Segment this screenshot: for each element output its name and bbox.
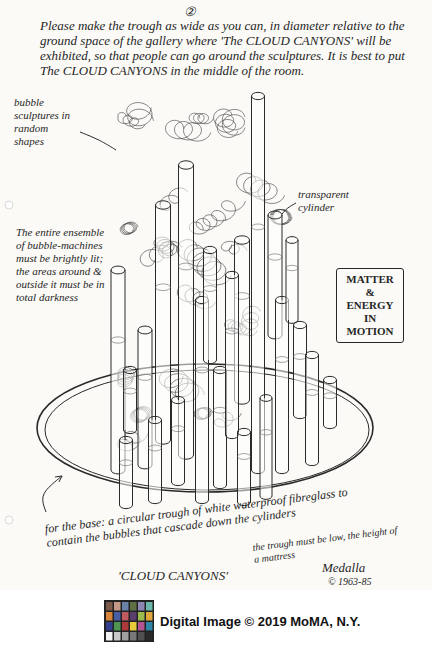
page-number: ② xyxy=(184,4,208,20)
binder-hole xyxy=(5,516,13,524)
transparent-cylinder xyxy=(294,321,307,418)
text-box: MATTER & ENERGY IN MOTION xyxy=(336,268,404,343)
bubble-curl xyxy=(189,113,213,124)
bubble-curl xyxy=(120,222,138,235)
callout-note: bubble sculptures in random shapes xyxy=(14,96,80,148)
transparent-cylinder xyxy=(172,396,185,485)
transparent-cylinder xyxy=(120,436,133,508)
transparent-cylinder xyxy=(124,366,137,433)
instruction-note: Please make the trough as wide as you ca… xyxy=(40,18,412,78)
signature: Medalla xyxy=(322,560,365,576)
transparent-cylinder xyxy=(204,246,217,363)
bubble-curl xyxy=(127,103,154,126)
bubble-curl xyxy=(189,215,224,234)
transparent-cylinder xyxy=(260,395,272,500)
colour-checker xyxy=(104,600,154,642)
boxed-note: MATTER & ENERGY IN MOTION xyxy=(341,273,399,338)
transparent-cylinder xyxy=(226,271,239,438)
transparent-cylinder xyxy=(149,416,162,503)
binder-hole xyxy=(5,201,13,209)
credit-line: Digital Image © 2019 MoMA, N.Y. xyxy=(160,614,360,630)
transparent-cylinder xyxy=(238,428,251,505)
transparent-cylinder xyxy=(214,366,227,488)
transparent-cylinder xyxy=(324,376,337,428)
transparent-cylinder xyxy=(276,296,289,473)
arrow-head xyxy=(55,476,62,482)
leader-line xyxy=(80,132,116,150)
callout-note: transparent cylinder xyxy=(298,188,378,214)
bubble-curl xyxy=(118,113,145,129)
bubble-curl xyxy=(214,109,238,137)
transparent-cylinder xyxy=(286,237,298,324)
bubble-curl xyxy=(212,201,246,221)
transparent-cylinder xyxy=(156,201,171,444)
leader-line xyxy=(282,203,296,214)
illustration xyxy=(5,92,373,524)
lighting-note: The entire ensemble of bubble-machines m… xyxy=(16,226,106,304)
date-note: © 1963-85 xyxy=(328,576,371,588)
leader-line xyxy=(43,476,62,512)
transparent-cylinder xyxy=(306,351,319,465)
work-title: 'CLOUD CANYONS' xyxy=(118,568,228,584)
